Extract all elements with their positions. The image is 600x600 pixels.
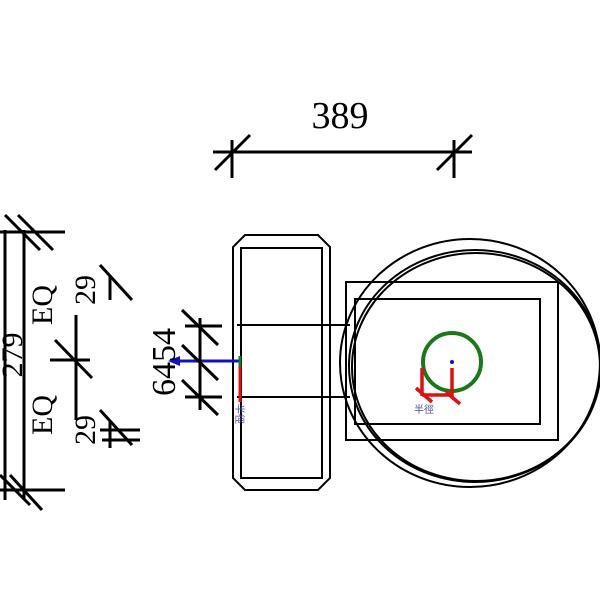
eq-label-1: EQ <box>26 285 59 325</box>
right-body <box>339 238 600 488</box>
top-dimension-text: 389 <box>312 95 369 137</box>
eq-label-2: EQ <box>26 395 59 435</box>
left-dimension-text: 6454 <box>146 328 183 396</box>
radius-label-left: 半徑 <box>233 404 246 424</box>
top-dimension <box>213 133 474 178</box>
left-dimension <box>180 308 222 417</box>
center-point <box>450 360 454 364</box>
left-body <box>232 234 350 491</box>
side-dim-upper: 29 <box>69 275 102 305</box>
axis-marker <box>168 356 242 402</box>
radius-label-right: 半徑 <box>414 403 434 416</box>
side-total: 279 <box>0 333 29 378</box>
side-dimension-chain <box>0 213 140 512</box>
side-dim-lower: 29 <box>69 415 102 445</box>
radius-marker-right <box>414 368 462 406</box>
